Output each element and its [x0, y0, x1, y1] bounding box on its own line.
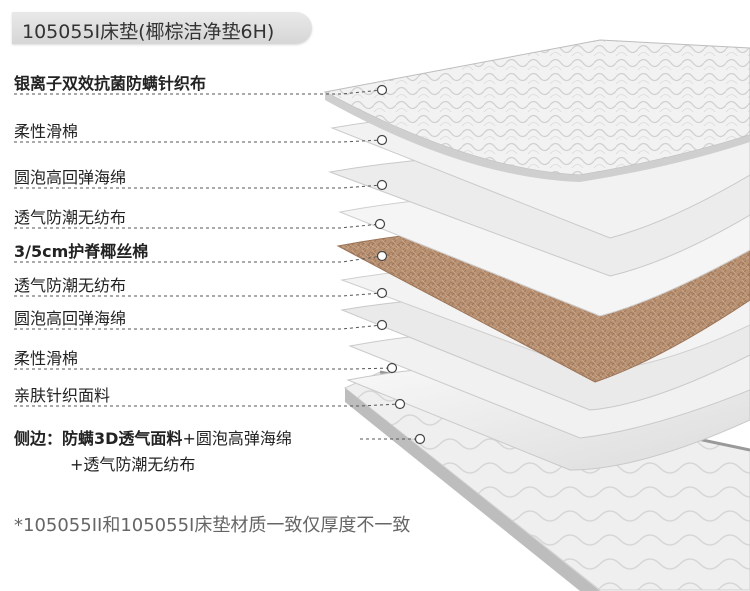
layer-label-4: 透气防潮无纺布: [14, 208, 126, 228]
leader-dot-3: [378, 181, 387, 190]
layer-label-2: 柔性滑棉: [14, 122, 78, 142]
leader-dot-side: [416, 435, 425, 444]
leader-dot-2: [378, 136, 387, 145]
side-edge-label-line2: +透气防潮无纺布: [70, 455, 195, 475]
side-edge-label: 侧边：防螨3D透气面料+圆泡高弹海绵: [14, 429, 292, 449]
side-line1-rest: +圆泡高弹海绵: [182, 429, 291, 448]
layer-label-1: 银离子双效抗菌防螨针织布: [14, 74, 206, 94]
leader-dot-1: [378, 86, 387, 95]
layer-label-6: 透气防潮无纺布: [14, 276, 126, 296]
side-prefix: 侧边：: [14, 429, 62, 448]
leader-dot-8: [388, 364, 397, 373]
layer-label-9: 亲肤针织面料: [14, 386, 110, 406]
layer-label-5: 3/5cm护脊椰丝棉: [14, 242, 148, 262]
layer-label-8: 柔性滑棉: [14, 349, 78, 369]
leader-dot-6: [378, 289, 387, 298]
side-line1: 防螨3D透气面料: [62, 429, 182, 448]
leader-dot-4: [376, 220, 385, 229]
footnote: *105055II和105055I床垫材质一致仅厚度不一致: [14, 511, 410, 537]
leader-dot-5: [378, 252, 387, 261]
layer-label-3: 圆泡高回弹海绵: [14, 168, 126, 188]
leader-dot-9: [396, 400, 405, 409]
leader-dot-7: [378, 321, 387, 330]
layer-label-7: 圆泡高回弹海绵: [14, 309, 126, 329]
